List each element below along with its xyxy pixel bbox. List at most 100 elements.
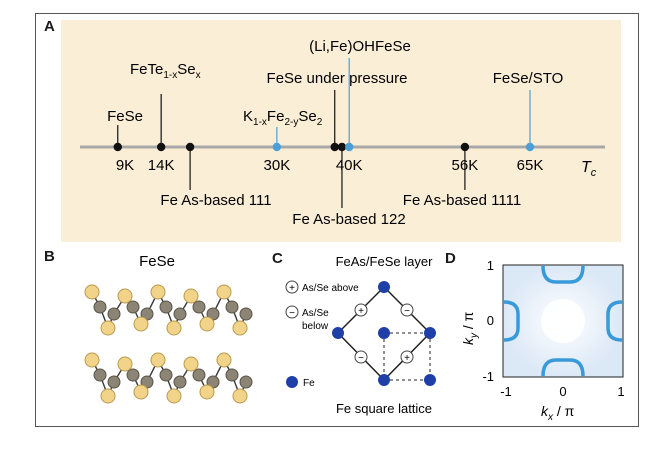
fe-atom	[159, 368, 173, 382]
fe-atom	[192, 300, 206, 314]
svg-text:+: +	[358, 306, 364, 317]
se-atom	[117, 356, 133, 372]
fe-atom	[239, 375, 253, 389]
electron-pocket-left	[503, 300, 520, 342]
se-atom	[150, 352, 166, 368]
fe-atom	[126, 300, 140, 314]
gamma-center	[541, 299, 585, 343]
fe-atom	[239, 307, 253, 321]
tc-point	[113, 142, 122, 152]
svg-text:−: −	[289, 308, 295, 319]
se-atom	[232, 320, 248, 336]
fe-atom	[378, 327, 390, 339]
label-pressure: FeSe under pressure	[267, 70, 408, 87]
as-se-above-marker	[354, 303, 368, 317]
legend-below-1: As/Se	[302, 308, 329, 319]
panel-label-d: D	[445, 250, 456, 267]
svg-text:−: −	[358, 353, 364, 364]
fe-atom	[173, 307, 187, 321]
panel-b-title: FeSe	[139, 253, 175, 270]
fe-atom	[159, 300, 173, 314]
tc-point	[460, 142, 470, 152]
se-atom	[133, 316, 149, 332]
electron-pocket-bottom	[541, 358, 585, 377]
panel-label-c: C	[272, 250, 283, 267]
se-atom	[216, 284, 232, 300]
x-tick: 0	[559, 384, 566, 399]
fe-atom	[332, 327, 344, 339]
tc-point	[344, 142, 354, 152]
se-atom	[232, 388, 248, 404]
fe-atom	[93, 368, 107, 382]
fe-atom	[93, 300, 107, 314]
y-tick: -1	[482, 369, 494, 384]
panel-label-a: A	[44, 18, 55, 35]
tc-point	[330, 142, 339, 152]
axis-label-tc: Tc	[581, 159, 597, 179]
tc-tick-label: 9K	[116, 157, 134, 174]
fe-atom	[424, 374, 436, 386]
fe-atom	[424, 327, 436, 339]
label-fe111: Fe As-based 111	[160, 192, 271, 209]
x-axis-label: kx / π	[541, 403, 575, 423]
figure-frame	[35, 13, 639, 427]
panel-label-b: B	[44, 248, 55, 265]
svg-text:+: +	[289, 283, 295, 294]
fe-atom	[126, 368, 140, 382]
fe-atom	[378, 374, 390, 386]
label-fe1111: Fe As-based 1111	[403, 192, 521, 209]
x-tick: -1	[500, 384, 512, 399]
label-fese: FeSe	[107, 108, 143, 125]
legend-minus-icon	[285, 305, 299, 319]
label-sto: FeSe/STO	[493, 70, 564, 87]
se-atom	[100, 388, 116, 404]
y-tick: 1	[487, 258, 494, 273]
panel-a-background	[61, 20, 621, 242]
svg-text:−: −	[404, 306, 410, 317]
svg-text:+: +	[404, 353, 410, 364]
fe-atom	[173, 375, 187, 389]
as-se-below-marker	[400, 303, 414, 317]
fe-atom	[192, 368, 206, 382]
se-atom	[84, 284, 100, 300]
fe-atom	[107, 375, 121, 389]
se-atom	[166, 320, 182, 336]
fe-atom	[225, 300, 239, 314]
se-atom	[84, 352, 100, 368]
se-atom	[100, 320, 116, 336]
panel-c-caption: Fe square lattice	[336, 401, 432, 416]
legend-fe-atom-icon	[286, 376, 298, 388]
legend-above: As/Se above	[302, 283, 359, 294]
electron-pocket-top	[541, 265, 585, 284]
tc-point	[337, 142, 347, 152]
y-axis-label: ky / π	[460, 311, 480, 345]
crystal-layers	[84, 284, 253, 404]
tc-point	[272, 142, 282, 152]
se-atom	[183, 288, 199, 304]
electron-pocket-right	[606, 300, 623, 342]
se-atom	[166, 388, 182, 404]
tc-point	[185, 142, 195, 152]
se-atom	[199, 384, 215, 400]
plot-frame	[502, 264, 624, 378]
tc-point	[525, 142, 535, 152]
as-se-above-marker	[400, 350, 414, 364]
tc-tick-label: 65K	[517, 157, 544, 174]
legend-below-2: below	[302, 321, 329, 332]
fe-atom	[107, 307, 121, 321]
tc-tick-label: 30K	[264, 157, 291, 174]
tc-point	[156, 142, 166, 152]
y-tick: 0	[487, 313, 494, 328]
x-tick: 1	[617, 384, 624, 399]
se-atom	[117, 288, 133, 304]
se-atom	[199, 316, 215, 332]
label-kfese: K1-xFe2-ySe2	[243, 108, 323, 128]
label-fete: FeTe1-xSex	[130, 61, 201, 81]
legend-fe: Fe	[303, 378, 315, 389]
as-se-below-marker	[354, 350, 368, 364]
